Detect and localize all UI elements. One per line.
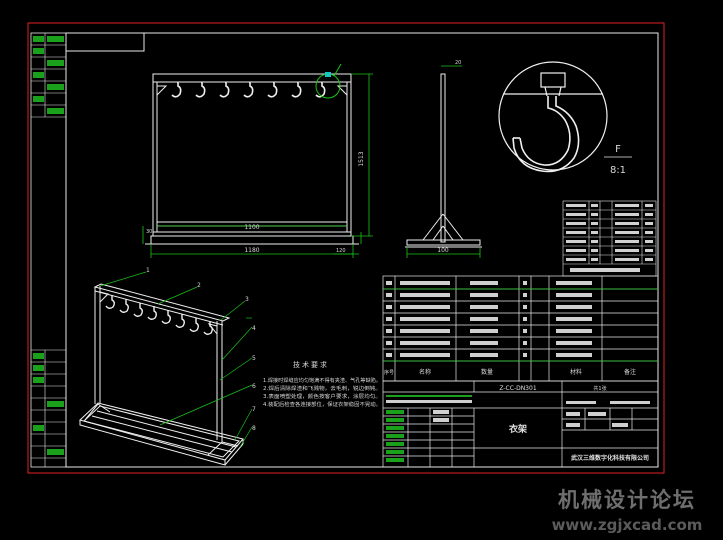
tech-req-line-3: 3.表面喷塑处理，颜色按客户要求，涂层均匀。: [263, 393, 381, 400]
dim-front-width: 1100: [244, 224, 259, 231]
bom-header-name: 名称: [419, 368, 431, 376]
callout-8: 8: [252, 425, 256, 432]
part-name: 衣架: [509, 423, 527, 435]
bom-header-material: 材料: [570, 368, 582, 376]
bom-header: 序号 名称 数量 材料 备注: [384, 368, 636, 376]
bom-header-qty: 数量: [481, 368, 493, 376]
watermark-url: www.zgjxcad.com: [552, 516, 703, 534]
tech-req-title: 技术要求: [293, 360, 329, 369]
leader-lines: [99, 271, 253, 448]
sheet-count: 共1张: [593, 385, 606, 392]
dim-base-width: 1180: [244, 247, 259, 254]
callout-numbers: 1 2 3 4 5 6 7 8: [146, 267, 256, 432]
tech-req-line-4: 4.装配后检查各连接部位，保证衣架稳固不晃动。: [263, 401, 381, 408]
dim-side-top: 20: [455, 60, 461, 66]
callout-3: 3: [245, 296, 249, 303]
tolerance-table: [562, 200, 657, 277]
dim-height: 1513: [358, 151, 365, 166]
detail-view-f: [498, 61, 608, 173]
tolerance-table-fills: [566, 204, 653, 272]
bom-table: [382, 275, 659, 382]
callout-1: 1: [146, 267, 150, 274]
callout-6: 6: [252, 383, 256, 390]
bom-row-fills: [386, 281, 592, 357]
detail-callout-circle: [315, 63, 342, 99]
callout-4: 4: [252, 325, 256, 332]
bom-header-no: 序号: [384, 369, 394, 376]
dim-small-left: 30: [146, 229, 152, 235]
tech-req-line-1: 1.焊接时焊缝应均匀饱满不得有夹渣、气孔等缺陷。: [263, 377, 381, 384]
callout-5: 5: [252, 355, 256, 362]
isometric-view: [79, 283, 244, 466]
detail-marker: [325, 72, 331, 77]
company-name: 武汉三维数字化科技有限公司: [571, 454, 649, 462]
front-view: [145, 73, 359, 245]
detail-scale: 8:1: [610, 165, 626, 176]
front-dimensions: [142, 73, 373, 258]
title-block-fills: [386, 395, 650, 462]
drawing-number: Z-CC-DN301: [499, 385, 536, 392]
dim-side-depth: 100: [437, 247, 449, 254]
callout-7: 7: [252, 406, 256, 413]
side-view: [405, 73, 482, 248]
bom-table-accent: [383, 288, 658, 362]
hook-row: [171, 82, 326, 98]
technical-requirements: 技术要求 1.焊接时焊缝应均匀饱满不得有夹渣、气孔等缺陷。 2.焊后清除焊渣和飞…: [263, 360, 381, 408]
dim-small-right: 120: [336, 248, 346, 254]
callout-2: 2: [197, 282, 201, 289]
tech-req-line-2: 2.焊后清除焊渣和飞溅物，去毛刺，锐边倒钝。: [263, 385, 381, 392]
side-dimensions: [406, 65, 481, 258]
title-block: [382, 380, 659, 468]
left-stamp-strip: [30, 32, 67, 468]
bom-header-remark: 备注: [624, 368, 636, 376]
detail-letter: F: [615, 144, 621, 155]
detail-view-label: F 8:1: [604, 144, 632, 176]
watermark-title: 机械设计论坛: [558, 488, 696, 512]
